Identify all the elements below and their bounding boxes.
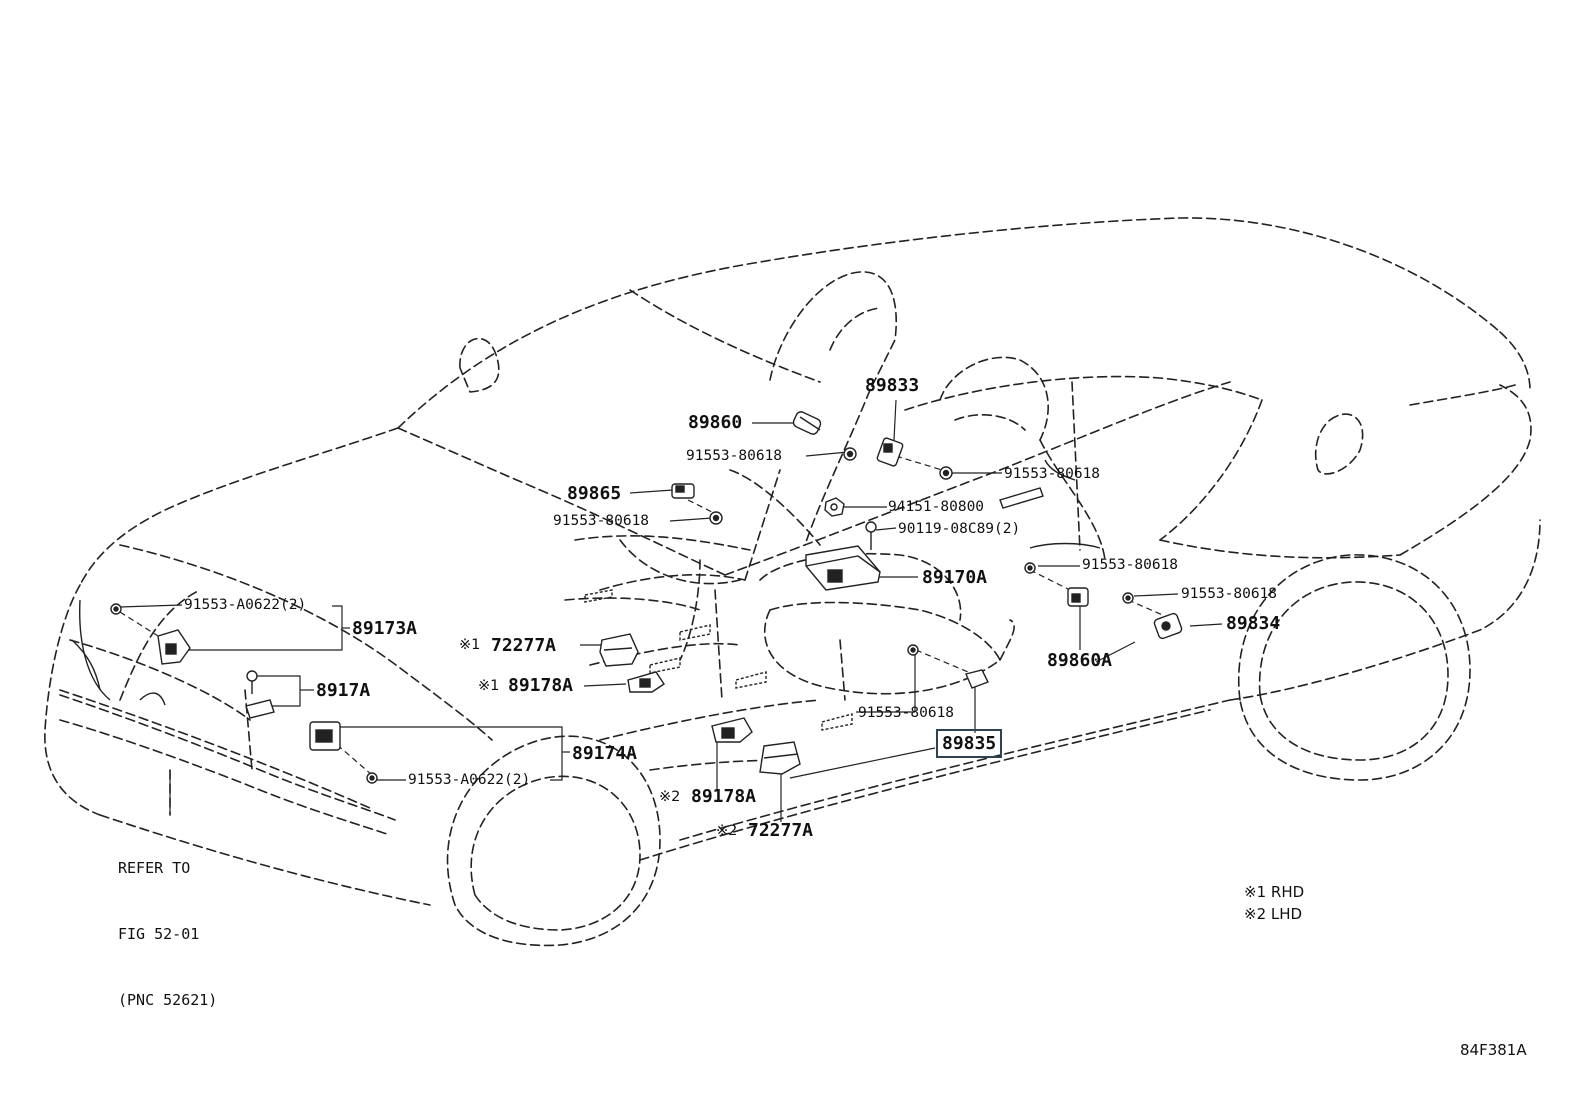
- sensor-89178a-icon: [627, 671, 665, 693]
- bolt-icon: [1024, 562, 1036, 574]
- part-label-8917a: 8917A: [316, 680, 371, 701]
- part-label-89173a: 89173A: [352, 618, 418, 639]
- lhd-mark: ※2: [659, 789, 681, 805]
- part-label-89835-highlighted[interactable]: 89835: [936, 729, 1003, 758]
- car-details: [71, 459, 1101, 731]
- bolt-icon: [1122, 592, 1134, 604]
- diagram-code: 84F381A: [1460, 1041, 1527, 1059]
- bolt-icon: [366, 772, 378, 784]
- legend-item-lhd: ※2 LHD: [1244, 903, 1304, 925]
- bolt-label-91553-80618: 91553-80618: [858, 705, 955, 721]
- bolt-label-91553-a0622: 91553-A0622(2): [184, 597, 307, 613]
- refer-line-2: FIG 52-01: [118, 925, 200, 943]
- part-label-89178a: 89178A: [691, 786, 757, 807]
- components: [110, 411, 1183, 784]
- bracket-89835-icon: [965, 669, 989, 689]
- part-label-89170a: 89170A: [922, 567, 988, 588]
- bolt-label-90119-08c89: 90119-08C89(2): [898, 521, 1021, 537]
- bolt-icon: [907, 644, 919, 656]
- part-label-72277a: 72277A: [491, 635, 557, 656]
- leader-lines: [119, 399, 1223, 822]
- bolt-label-91553-80618: 91553-80618: [686, 448, 783, 464]
- part-label-89860: 89860: [688, 412, 743, 433]
- bolt-icon: [939, 466, 953, 480]
- bolt-icon: [110, 603, 122, 615]
- legend-text: RHD: [1270, 883, 1305, 901]
- sensor-89860a-icon: [1067, 587, 1089, 607]
- sensor-89173a-icon: [157, 629, 191, 665]
- part-label-89860a: 89860A: [1047, 650, 1113, 671]
- refer-line-3: (PNC 52621): [118, 991, 218, 1009]
- sensor-89178a-lhd-icon: [711, 717, 753, 743]
- legend-text: LHD: [1270, 905, 1303, 923]
- legend-mark: ※2: [1244, 905, 1267, 923]
- lhd-mark: ※2: [716, 823, 738, 839]
- part-label-89865: 89865: [567, 483, 622, 504]
- refer-note: REFER TO FIG 52-01 (PNC 52621): [118, 813, 217, 1033]
- part-label-89174a: 89174A: [572, 743, 638, 764]
- bolt-icon: [865, 521, 877, 550]
- legend: ※1 RHD ※2 LHD: [1244, 881, 1304, 925]
- nut-icon: [824, 497, 845, 517]
- bolt-label-91553-80618: 91553-80618: [1082, 557, 1179, 573]
- part-label-89834: 89834: [1226, 613, 1281, 634]
- sensor-89860-icon: [792, 411, 822, 435]
- airbag-module-89170a-icon: [805, 545, 881, 591]
- bracket-72277a-lhd-icon: [759, 741, 801, 775]
- bolt-label-91553-80618: 91553-80618: [553, 513, 650, 529]
- rhd-mark: ※1: [478, 678, 500, 694]
- fastener-links: [119, 455, 1166, 776]
- legend-item-rhd: ※1 RHD: [1244, 881, 1304, 903]
- bolt-label-91553-a0622: 91553-A0622(2): [408, 772, 531, 788]
- bolt-icon: [843, 447, 857, 461]
- bolt-icon: [246, 670, 258, 694]
- bracket-72277a-icon: [599, 633, 639, 667]
- part-label-89178a: 89178A: [508, 675, 574, 696]
- sensor-89833-icon: [876, 437, 904, 467]
- part-label-89833: 89833: [865, 375, 920, 396]
- bolt-icon: [709, 511, 723, 525]
- sensor-89865-icon: [671, 483, 695, 499]
- part-label-72277a: 72277A: [748, 820, 814, 841]
- nut-label-94151-80800: 94151-80800: [888, 499, 985, 515]
- sensor-89174a-icon: [309, 721, 341, 751]
- car-outline: [44, 217, 1541, 947]
- legend-mark: ※1: [1244, 883, 1267, 901]
- bracket-8917a-icon: [245, 699, 275, 719]
- bolt-label-91553-80618: 91553-80618: [1181, 586, 1278, 602]
- sensor-89834-icon: [1153, 612, 1183, 640]
- bolt-label-91553-80618: 91553-80618: [1004, 466, 1101, 482]
- rhd-mark: ※1: [459, 637, 481, 653]
- refer-line-1: REFER TO: [118, 859, 191, 877]
